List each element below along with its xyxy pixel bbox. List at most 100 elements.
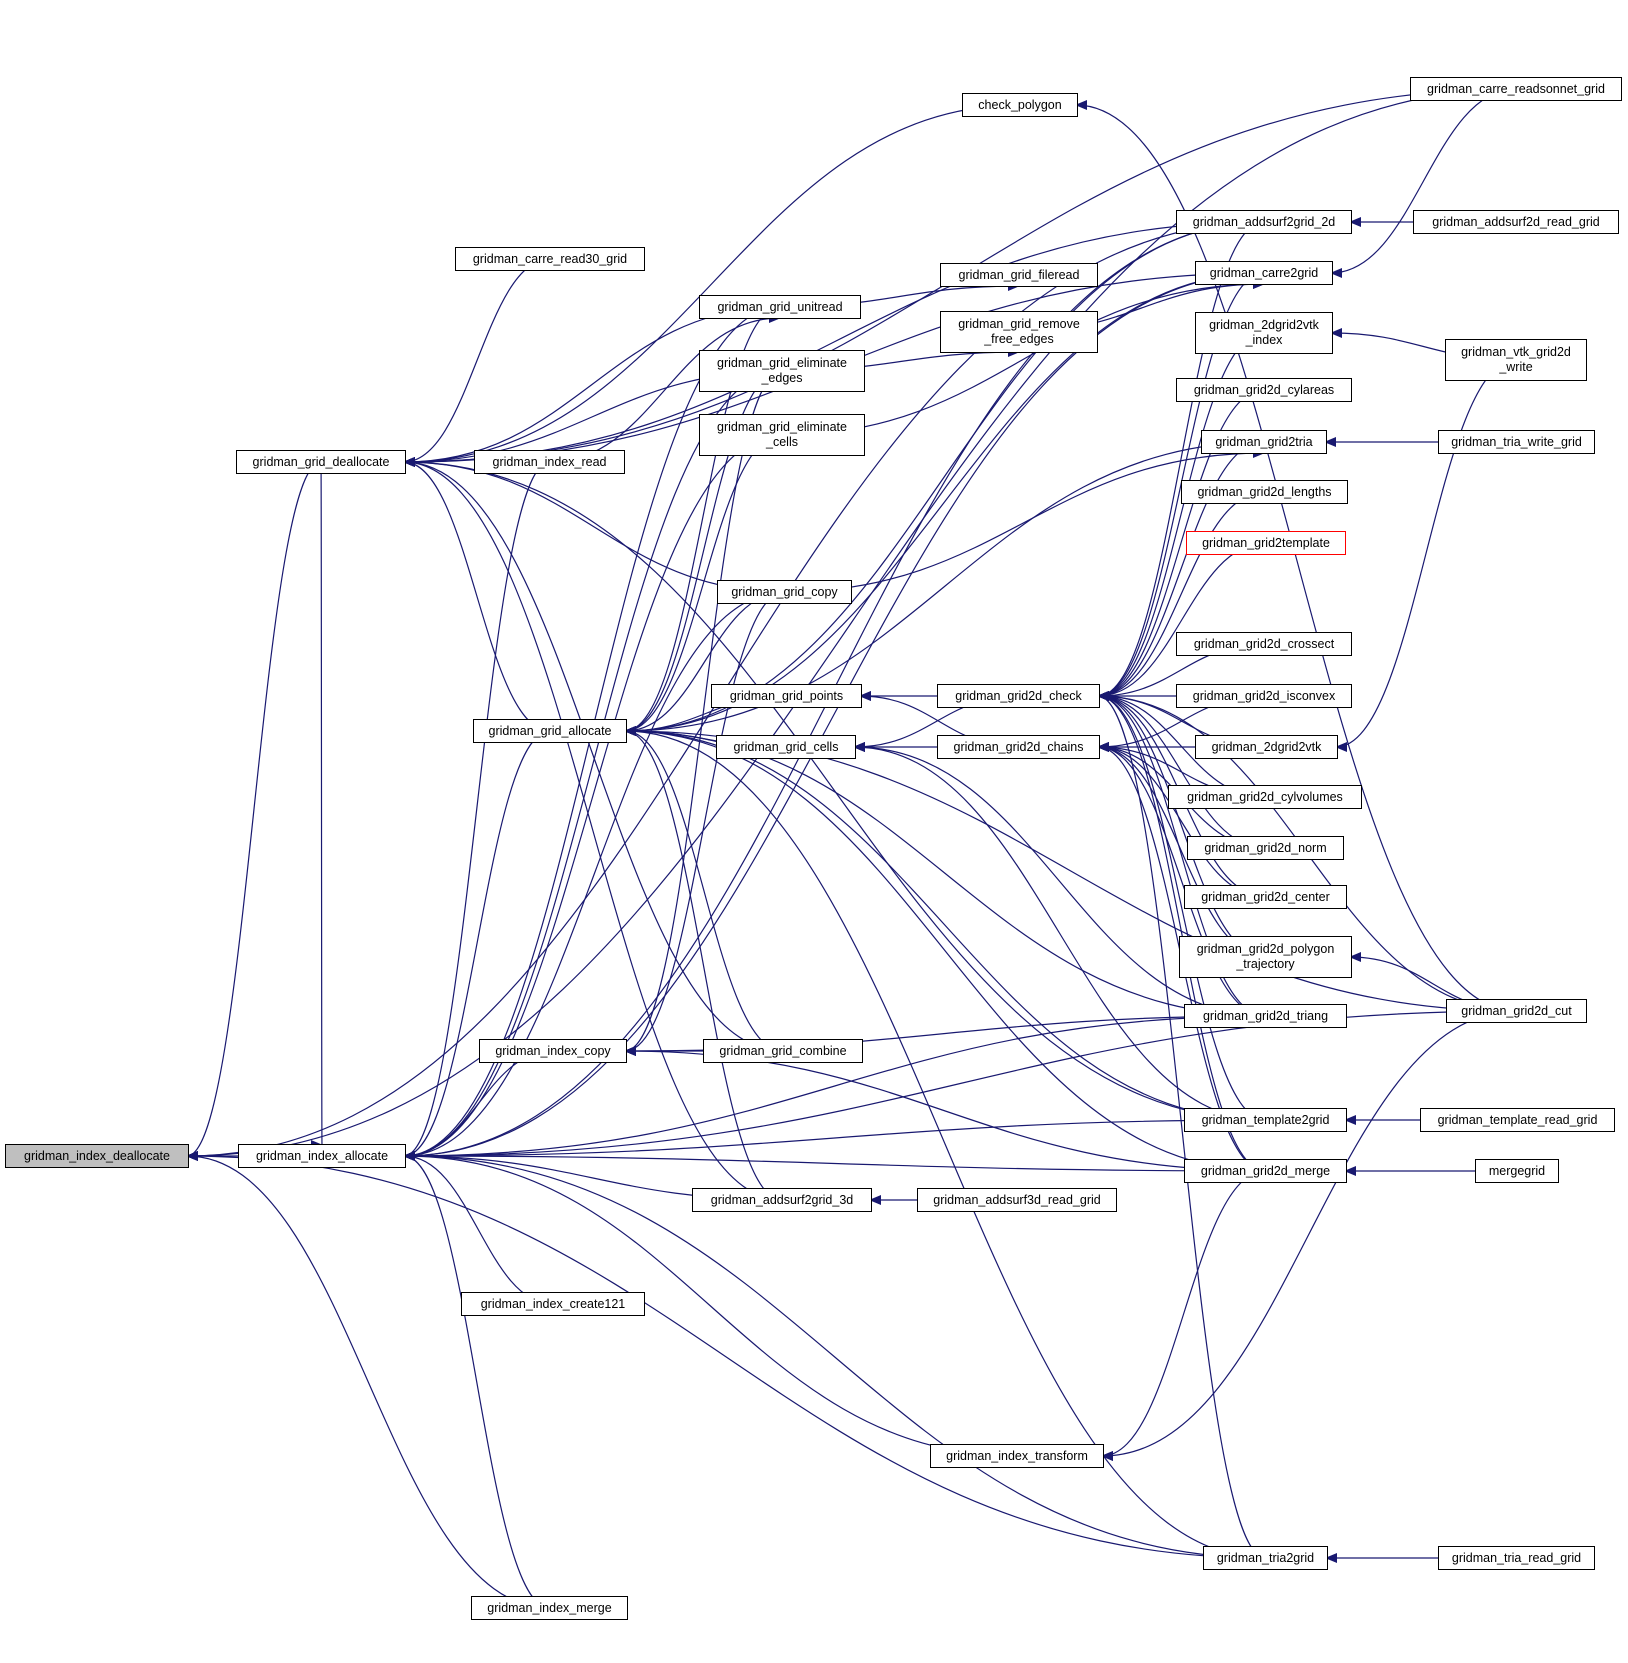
edge-grid2d-triang-to-grid2d-check [1097,691,1266,1017]
node-grid-combine[interactable]: gridman_grid_combine [703,1039,863,1063]
node-index-allocate[interactable]: gridman_index_allocate [238,1144,406,1168]
edge-grid2d-merge-to-grid2d-check [1097,691,1266,1172]
edge-index-merge-to-index-allocate [403,1151,550,1609]
node-grid2d-isconvex[interactable]: gridman_grid2d_isconvex [1176,684,1352,708]
node-grid-points[interactable]: gridman_grid_points [711,684,862,708]
edge-grid-combine-to-grid-allocate [624,726,784,1052]
node-addsurf2d-read[interactable]: gridman_addsurf2d_read_grid [1413,210,1619,234]
edge-grid2d-cut-to-index-transform [1101,1010,1517,1461]
edge-grid2tria-to-grid-allocate [624,441,1265,736]
edge-grid-allocate-to-index-allocate [403,730,551,1161]
node-grid-copy[interactable]: gridman_grid_copy [717,580,852,604]
edge-carre-readsonnet-to-index-deallocate [186,88,1517,1161]
node-grid-allocate[interactable]: gridman_grid_allocate [473,719,627,743]
edge-check-polygon-to-grid-deallocate [403,104,1021,467]
edge-tria2grid-to-index-deallocate [186,1151,1266,1559]
edge-carre-read30-to-grid-deallocate [403,258,551,467]
node-tria-write-grid[interactable]: gridman_tria_write_grid [1438,430,1595,454]
node-grid2d-chains[interactable]: gridman_grid2d_chains [937,735,1100,759]
edge-grid-copy-to-index-allocate [403,591,785,1161]
node-grid2d-polygon[interactable]: gridman_grid2d_polygon _trajectory [1179,936,1352,978]
node-grid2d-check[interactable]: gridman_grid2d_check [937,684,1100,708]
edge-addsurf2grid-2d-to-grid-deallocate [403,221,1265,467]
node-grid2d-norm[interactable]: gridman_grid2d_norm [1187,836,1344,860]
edge-index-create121-to-index-allocate [403,1151,554,1305]
edge-grid-copy-to-grid2tria [784,448,1265,593]
node-index-copy[interactable]: gridman_index_copy [479,1039,627,1063]
edge-grid-copy-to-grid-deallocate [403,457,785,593]
node-mergegrid[interactable]: mergegrid [1475,1159,1559,1183]
node-index-merge[interactable]: gridman_index_merge [471,1596,628,1620]
edge-grid-copy-to-index-copy [624,591,785,1056]
node-grid2d-merge[interactable]: gridman_grid2d_merge [1184,1159,1347,1183]
edge-grid2d-merge-to-index-allocate [403,1151,1266,1172]
edge-addsurf2grid-3d-to-grid-deallocate [403,457,783,1201]
edge-grid-elim-edges-to-index-copy [624,370,783,1056]
edge-grid-allocate-to-grid-deallocate [403,457,551,732]
node-grid2d-cylareas[interactable]: gridman_grid2d_cylareas [1176,378,1352,402]
edge-grid-elim-cells-to-index-allocate [403,434,783,1161]
edge-grid-combine-to-grid-deallocate [403,457,784,1052]
edge-tria2grid-to-grid2d-check [1097,691,1266,1559]
edge-grid2d-lengths-to-grid2d-check [1097,491,1265,701]
edge-grid2d-cylareas-to-grid2d-check [1097,389,1265,701]
edge-template2grid-to-index-allocate [403,1119,1266,1161]
node-grid2d-triang[interactable]: gridman_grid2d_triang [1184,1004,1347,1028]
node-grid-elim-cells[interactable]: gridman_grid_eliminate _cells [699,414,865,456]
node-grid2template[interactable]: gridman_grid2template [1186,531,1346,555]
node-addsurf3d-read[interactable]: gridman_addsurf3d_read_grid [917,1188,1117,1212]
node-grid2d-crossect[interactable]: gridman_grid2d_crossect [1176,632,1352,656]
edge-grid2d-triang-to-grid2d-chains [1097,742,1266,1017]
edge-tria2grid-to-index-allocate [403,1151,1266,1559]
edge-grid2d-merge-to-index-transform [1101,1170,1266,1461]
edge-template2grid-to-grid2d-check [1097,691,1266,1121]
node-2dgrid2vtk[interactable]: gridman_2dgrid2vtk [1195,735,1338,759]
node-grid-remove-free[interactable]: gridman_grid_remove _free_edges [940,311,1098,353]
edge-template2grid-to-grid-cells [853,742,1266,1121]
node-grid2d-cylvolumes[interactable]: gridman_grid2d_cylvolumes [1168,785,1362,809]
node-tria2grid[interactable]: gridman_tria2grid [1203,1546,1328,1570]
node-carre-read30[interactable]: gridman_carre_read30_grid [455,247,645,271]
node-index-deallocate: gridman_index_deallocate [5,1144,189,1168]
node-template-read-grid[interactable]: gridman_template_read_grid [1420,1108,1615,1132]
edge-grid2d-cut-to-grid-allocate [624,726,1517,1012]
node-grid2d-cut[interactable]: gridman_grid2d_cut [1446,999,1587,1023]
edge-carre-readsonnet-to-carre2grid [1330,88,1517,278]
node-tria-read-grid[interactable]: gridman_tria_read_grid [1438,1546,1595,1570]
edge-grid2d-cut-to-check-polygon [1075,100,1517,1012]
node-template2grid[interactable]: gridman_template2grid [1184,1108,1347,1132]
edge-template2grid-to-grid-deallocate [403,457,1266,1121]
edge-addsurf2grid-2d-to-grid2d-check [1097,221,1265,701]
node-2dgrid2vtk-index[interactable]: gridman_2dgrid2vtk _index [1195,312,1333,354]
node-grid2tria[interactable]: gridman_grid2tria [1201,430,1327,454]
node-grid-elim-edges[interactable]: gridman_grid_eliminate _edges [699,350,865,392]
edge-grid-deallocate-to-index-allocate [311,461,323,1146]
edge-grid-unitread-to-grid-allocate [624,306,781,736]
node-check-polygon[interactable]: check_polygon [962,93,1078,117]
edge-carre2grid-to-index-allocate [403,272,1265,1161]
node-carre2grid[interactable]: gridman_carre2grid [1195,261,1333,285]
node-grid-cells[interactable]: gridman_grid_cells [716,735,856,759]
edge-tria2grid-to-grid-allocate [624,726,1266,1559]
node-vtk-grid2d-write[interactable]: gridman_vtk_grid2d _write [1445,339,1587,381]
node-carre-readsonnet[interactable]: gridman_carre_readsonnet_grid [1410,77,1622,101]
node-index-read[interactable]: gridman_index_read [474,450,625,474]
node-index-transform[interactable]: gridman_index_transform [930,1444,1104,1468]
node-grid2d-center[interactable]: gridman_grid2d_center [1184,885,1347,909]
edge-grid-deallocate-to-index-deallocate [186,461,322,1161]
edge-index-read-to-index-allocate [403,461,550,1161]
node-addsurf2grid-3d[interactable]: gridman_addsurf2grid_3d [692,1188,872,1212]
edge-grid2d-triang-to-index-allocate [403,1015,1266,1161]
edge-vtk-grid2d-write-to-2dgrid2vtk [1335,359,1517,752]
node-grid-unitread[interactable]: gridman_grid_unitread [699,295,861,319]
node-grid-deallocate[interactable]: gridman_grid_deallocate [236,450,406,474]
edge-grid2tria-to-grid2d-check [1097,441,1265,701]
edge-addsurf2grid-3d-to-grid-allocate [624,726,783,1201]
node-grid2d-lengths[interactable]: gridman_grid2d_lengths [1181,480,1348,504]
node-grid-fileread[interactable]: gridman_grid_fileread [940,263,1098,287]
node-index-create121[interactable]: gridman_index_create121 [461,1292,645,1316]
node-addsurf2grid-2d[interactable]: gridman_addsurf2grid_2d [1176,210,1352,234]
edge-grid2d-cut-to-index-allocate [403,1010,1517,1161]
